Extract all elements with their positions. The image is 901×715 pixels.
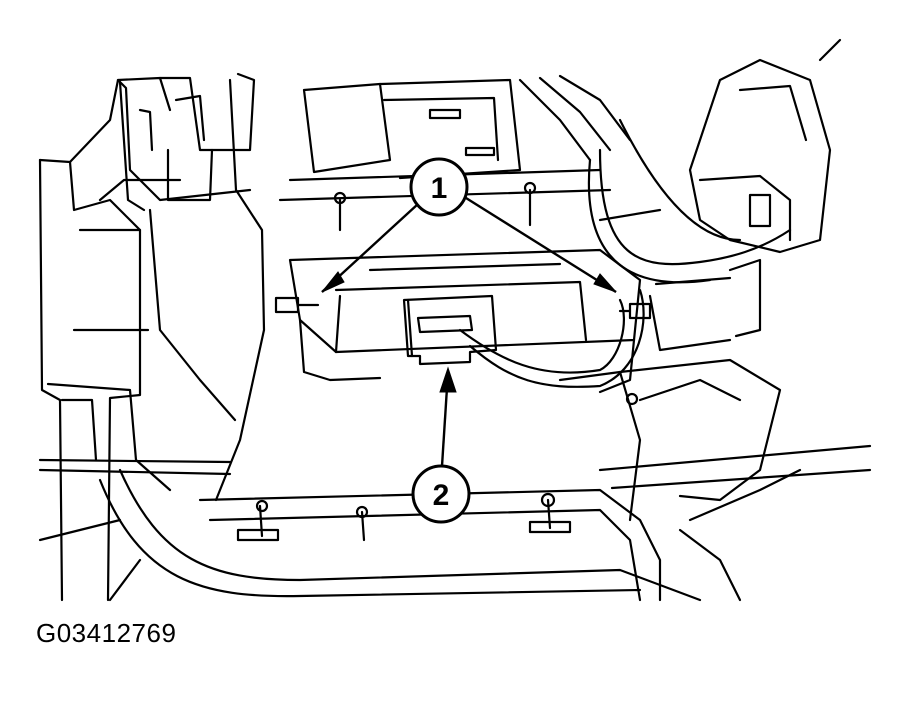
module-connector [402, 288, 645, 388]
callout-2-circle [411, 464, 471, 524]
electronic-module [274, 248, 652, 394]
callout-2-label: 2 [433, 479, 450, 512]
right-harness-connector [587, 38, 842, 284]
left-bracket-structure [38, 72, 266, 602]
callout-1-label: 1 [431, 172, 448, 205]
right-bracket [648, 258, 762, 352]
callout-1: 1 [321, 157, 617, 294]
floor-rails [38, 518, 142, 602]
callout-1-circle [409, 157, 469, 217]
callout-2: 2 [411, 366, 471, 524]
figure-id: G03412769 [36, 618, 177, 648]
